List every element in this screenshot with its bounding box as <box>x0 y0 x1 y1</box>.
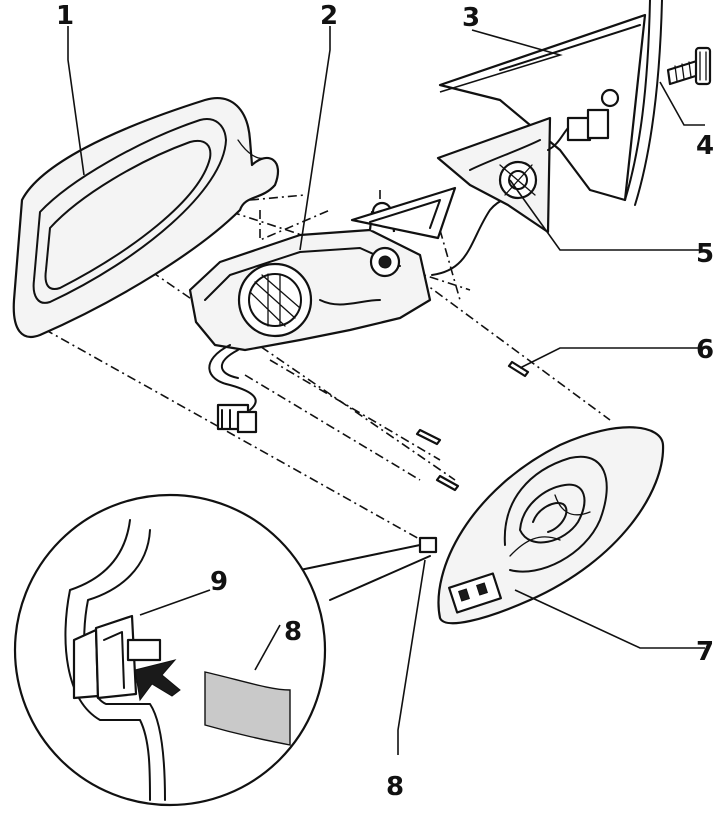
callout-5: 5 <box>696 239 714 269</box>
inner-mount <box>436 88 620 234</box>
motor-mount-bracket <box>350 186 457 240</box>
mirror-housing <box>12 97 280 338</box>
door-panel <box>438 0 663 206</box>
callout-6: 6 <box>696 335 714 365</box>
callout-2: 2 <box>320 1 338 31</box>
callout-7: 7 <box>696 637 714 667</box>
callout-labels: 1 2 3 4 5 6 7 8 8 9 <box>56 1 714 802</box>
callout-9: 9 <box>210 567 228 597</box>
callout-1: 1 <box>56 1 74 31</box>
leader-lines <box>67 26 705 755</box>
callout-3: 3 <box>462 3 480 33</box>
mirror-glass <box>418 426 665 625</box>
adjustment-motor-plate <box>188 201 432 434</box>
callout-4: 4 <box>696 131 714 161</box>
mounting-screw <box>666 46 712 86</box>
callout-8: 8 <box>386 772 404 802</box>
detail-magnifier <box>13 493 431 807</box>
callout-8-detail: 8 <box>284 617 302 647</box>
small-screws <box>415 360 530 492</box>
